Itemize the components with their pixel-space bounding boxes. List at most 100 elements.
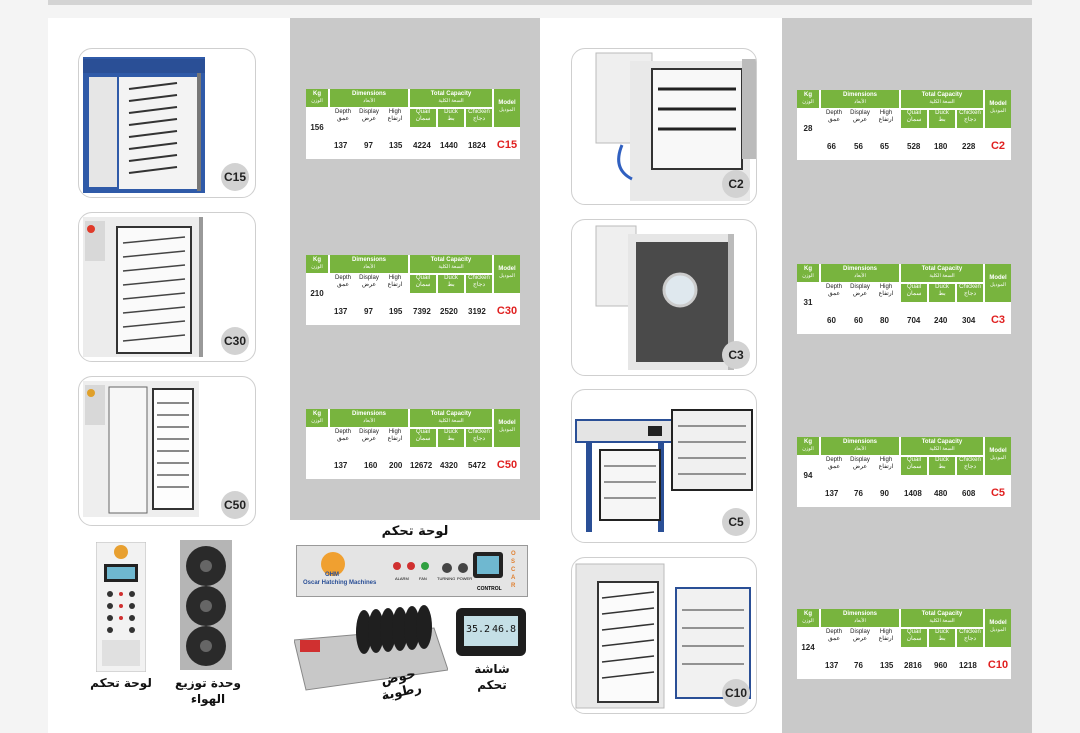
product-card-c30[interactable]: C30 [78, 212, 256, 362]
incubator-c50-image [83, 381, 199, 517]
high-value: 90 [880, 489, 889, 498]
duck-value: 480 [934, 489, 948, 498]
chicken-value: 3192 [468, 307, 486, 316]
kg-value: 31 [803, 298, 813, 307]
model-badge: C2 [722, 170, 750, 198]
quail-value: 1408 [904, 489, 922, 498]
board-side-text: OSCAR [511, 551, 516, 589]
control-screen-caption-line2: تحكم [477, 678, 507, 692]
control-board: OHM Oscar Hatching Machines ALARM FAN TU… [296, 545, 528, 597]
model-badge: C15 [221, 163, 249, 191]
kg-value: 156 [310, 123, 324, 132]
model-value: C10 [987, 659, 1009, 671]
depth-value: 137 [334, 141, 348, 150]
air-unit-caption-line2: الهواء [190, 692, 226, 706]
model-badge: C10 [722, 679, 750, 707]
lcd-display: 35.2 46.8 [464, 616, 518, 646]
high-value: 195 [389, 307, 403, 316]
duck-value: 180 [934, 142, 948, 151]
model-badge: C50 [221, 491, 249, 519]
lcd-screen: 35.2 46.8 [456, 608, 526, 656]
board-label-power: POWER [457, 576, 473, 581]
control-panel-unit-image [96, 542, 146, 672]
depth-value: 60 [827, 316, 836, 325]
board-label-alarm: ALARM [395, 576, 409, 581]
quail-value: 2816 [904, 661, 922, 670]
duck-value: 2520 [440, 307, 458, 316]
display-value: 160 [364, 461, 378, 470]
high-value: 80 [880, 316, 889, 325]
display-value: 76 [854, 489, 863, 498]
high-value: 135 [880, 661, 894, 670]
high-value: 200 [389, 461, 403, 470]
chicken-value: 608 [962, 489, 976, 498]
board-label-turning: TURNING [437, 576, 456, 581]
chicken-value: 1824 [468, 141, 486, 150]
humidity-readout: 46.8 [492, 624, 517, 635]
display-value: 97 [364, 141, 373, 150]
display-value: 60 [854, 316, 863, 325]
duck-value: 240 [934, 316, 948, 325]
chicken-value: 228 [962, 142, 976, 151]
model-value: C3 [990, 314, 1006, 326]
air-unit-caption-line1: وحدة توزيع [175, 676, 241, 690]
temperature-readout: 35.2 [466, 624, 491, 635]
duck-value: 1440 [440, 141, 458, 150]
product-card-c5[interactable]: C5 [571, 389, 757, 543]
product-card-c10[interactable]: C10 [571, 557, 757, 714]
top-strip [48, 0, 1032, 5]
product-card-c3[interactable]: C3 [571, 219, 757, 376]
incubator-c30-image [83, 217, 203, 357]
control-screen-caption-line1: شاشة [474, 662, 510, 676]
product-card-c50[interactable]: C50 [78, 376, 256, 526]
board-logo: OHM [325, 572, 339, 578]
chicken-value: 304 [962, 316, 976, 325]
board-brand: Oscar Hatching Machines [303, 580, 377, 586]
quail-value: 7392 [413, 307, 431, 316]
incubator-c3-image [595, 225, 734, 370]
control-panel-title: لوحة تحكم [381, 524, 449, 539]
humidity-tray-image [294, 605, 448, 691]
depth-value: 137 [334, 461, 348, 470]
control-panel-caption: لوحة تحكم [90, 676, 152, 690]
duck-value: 4320 [440, 461, 458, 470]
kg-value: 28 [803, 124, 813, 133]
quail-value: 528 [907, 142, 921, 151]
high-value: 65 [880, 142, 889, 151]
product-card-c2[interactable]: C2 [571, 48, 757, 205]
high-value: 135 [389, 141, 403, 150]
display-value: 56 [854, 142, 863, 151]
kg-value: 124 [801, 643, 815, 652]
board-label-control: CONTROL [477, 586, 502, 592]
duck-value: 960 [934, 661, 948, 670]
quail-value: 4224 [413, 141, 431, 150]
quail-value: 12672 [410, 461, 433, 470]
model-value: C15 [496, 139, 518, 151]
depth-value: 137 [825, 489, 839, 498]
board-label-fan: FAN [419, 576, 427, 581]
chicken-value: 1218 [959, 661, 977, 670]
model-badge: C3 [722, 341, 750, 369]
incubator-c5-image [575, 409, 753, 532]
model-badge: C5 [722, 508, 750, 536]
depth-value: 66 [827, 142, 836, 151]
model-value: C50 [496, 459, 518, 471]
product-card-c15[interactable]: C15 [78, 48, 256, 198]
incubator-c15-image [83, 57, 205, 193]
model-value: C30 [496, 305, 518, 317]
kg-value: 210 [310, 289, 324, 298]
display-value: 97 [364, 307, 373, 316]
quail-value: 704 [907, 316, 921, 325]
display-value: 76 [854, 661, 863, 670]
control-board-graphic [321, 552, 503, 578]
depth-value: 137 [334, 307, 348, 316]
model-badge: C30 [221, 327, 249, 355]
chicken-value: 5472 [468, 461, 486, 470]
air-distribution-unit-image [180, 540, 232, 670]
